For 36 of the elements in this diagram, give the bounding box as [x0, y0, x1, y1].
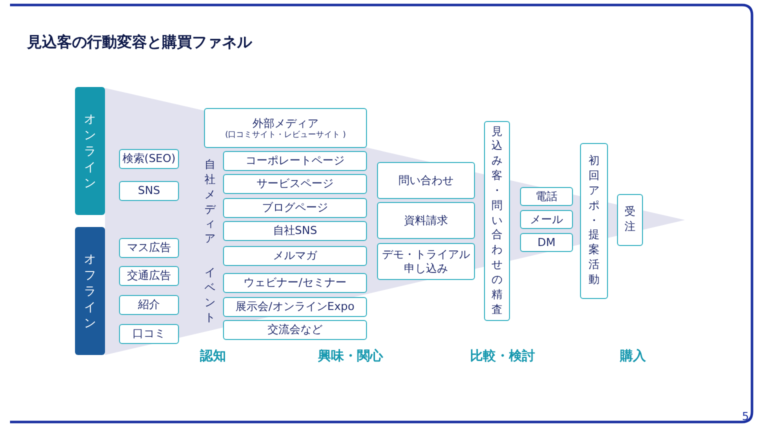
stage-box: 初回アポ・提案活動: [580, 143, 608, 299]
box-title: 外部メディア: [252, 116, 318, 130]
channel-box: SNS: [119, 181, 179, 201]
channel-box: 紹介: [119, 295, 179, 315]
channel-box: DM: [520, 233, 573, 252]
channel-band: オンライン: [75, 87, 105, 215]
box-subtitle: (口コミサイト・レビューサイト ): [225, 130, 346, 140]
channel-box: 資料請求: [377, 202, 475, 239]
channel-box: 口コミ: [119, 324, 179, 344]
channel-box: デモ・トライアル申し込み: [377, 243, 475, 280]
stage-box: 受注: [617, 194, 643, 246]
slide-title: 見込客の行動変容と購買ファネル: [27, 33, 252, 52]
channel-box: ウェビナー/セミナー: [223, 273, 367, 293]
stage-label: 比較・検討: [470, 348, 535, 365]
channel-box: サービスページ: [223, 174, 367, 194]
channel-box: [204, 108, 367, 148]
channel-box: メール: [520, 210, 573, 229]
channel-band: オフライン: [75, 227, 105, 355]
channel-box: メルマガ: [223, 246, 367, 266]
channel-box: 電話: [520, 187, 573, 206]
channel-box: 検索(SEO): [119, 149, 179, 169]
channel-box: コーポレートページ: [223, 151, 367, 171]
channel-box: 展示会/オンラインExpo: [223, 297, 367, 317]
channel-box: ブログページ: [223, 198, 367, 218]
page-number: 5: [742, 410, 749, 423]
channel-box: 問い合わせ: [377, 162, 475, 199]
stage-label: 認知: [200, 348, 226, 365]
group-label: 自社メディア: [204, 158, 217, 248]
group-label: イベント: [204, 266, 216, 326]
channel-box: 自社SNS: [223, 221, 367, 241]
stage-label: 購入: [620, 348, 646, 365]
channel-box: 交流会など: [223, 320, 367, 340]
channel-box: 交通広告: [119, 266, 179, 286]
stage-label: 興味・関心: [318, 348, 383, 365]
stage-box: 見込み客・問い合わせの精査: [484, 121, 510, 321]
channel-box: マス広告: [119, 238, 179, 258]
